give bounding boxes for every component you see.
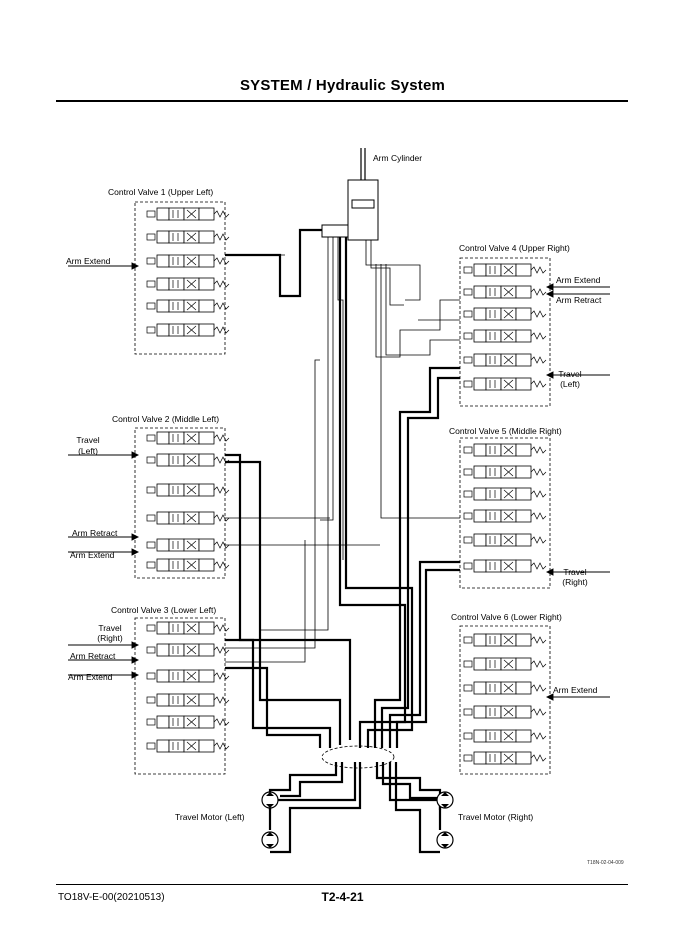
cv3-travel-side-label: (Right) [97,633,123,643]
page-title: SYSTEM / Hydraulic System [239,77,446,94]
junction-ellipse [321,745,395,769]
cv4-arm-retract-label: Arm Retract [556,295,602,305]
cv5-travel-side-label: (Right) [562,577,588,587]
control-valve-1-label: Control Valve 1 (Upper Left) [108,187,214,197]
cv4-travel-label: Travel [558,369,582,379]
cv2-arm-extend-label: Arm Extend [70,550,115,560]
cv2-spools [146,431,230,572]
cv3-arm-extend-label: Arm Extend [68,672,113,682]
cv2-travel-label: Travel [76,435,100,445]
control-valve-6 [459,625,551,775]
cv2-travel-side-label: (Left) [78,446,98,456]
control-valve-5 [459,437,551,589]
cv5-travel-label: Travel [563,567,587,577]
arm-cylinder [321,148,379,241]
control-valve-2 [134,427,226,579]
control-valve-1 [134,201,226,355]
header-rule [56,100,628,102]
cv5-spools [463,443,547,573]
control-valve-5-label: Control Valve 5 (Middle Right) [449,426,562,436]
cv4-arm-extend-label: Arm Extend [556,275,601,285]
figure-id: T18N-02-04-009 [587,860,624,866]
document-code: TO18V-E-00(20210513) [58,892,165,903]
footer-rule [56,884,628,885]
cv3-travel-label: Travel [98,623,122,633]
cv1-spools [146,207,230,337]
control-valve-6-label: Control Valve 6 (Lower Right) [451,612,562,622]
control-valve-3-label: Control Valve 3 (Lower Left) [111,605,217,615]
page-number: T2-4-21 [321,890,364,904]
cv6-arm-extend-label: Arm Extend [553,685,598,695]
control-valve-4 [459,257,551,407]
control-valve-4-label: Control Valve 4 (Upper Right) [459,243,570,253]
cv4-spools [463,263,547,391]
cv1-arm-extend-label: Arm Extend [66,256,111,266]
cv4-travel-side-label: (Left) [560,379,580,389]
cv3-arm-retract-label: Arm Retract [70,651,116,661]
travel-motor-right-label: Travel Motor (Right) [458,812,534,822]
control-valve-3 [134,617,226,775]
travel-motor-left-label: Travel Motor (Left) [175,812,245,822]
cv3-spools [146,621,230,753]
cv2-arm-retract-label: Arm Retract [72,528,118,538]
arm-cylinder-label: Arm Cylinder [373,153,423,163]
cv6-spools [463,633,547,765]
control-valve-2-label: Control Valve 2 (Middle Left) [112,414,220,424]
